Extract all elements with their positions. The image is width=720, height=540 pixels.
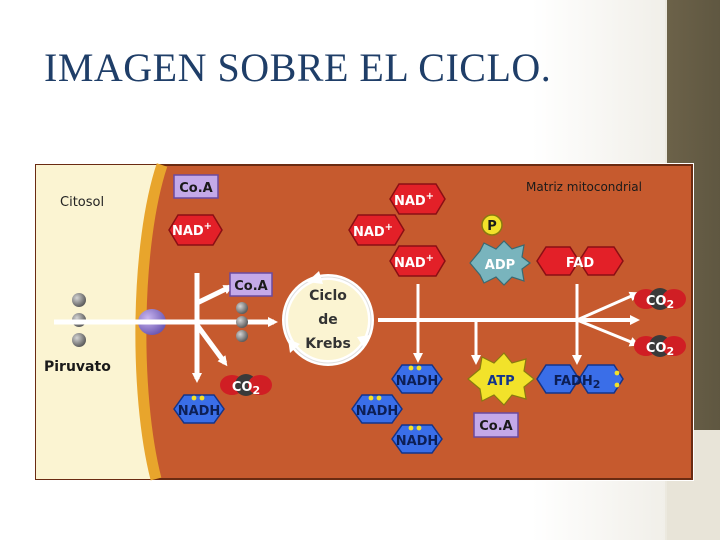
svg-text:CO2: CO2 [646,341,674,358]
co2-molecule-2: CO2 [634,335,686,358]
coa-box-bottom: Co.A [473,412,519,438]
cytosol-label: Citosol [60,195,104,210]
svg-text:NAD+: NAD+ [394,191,434,209]
matrix-label: Matriz mitocondrial [526,180,642,194]
nad-hexagon-top1: NAD+ [389,183,446,215]
svg-text:ATP: ATP [487,374,514,389]
acetyl-molecule [236,302,248,342]
svg-text:Co.A: Co.A [479,419,512,434]
svg-text:NAD+: NAD+ [172,221,212,239]
nadh-hexagon-1: NADH [173,394,225,424]
fadh2-hexagon: FADH2 [536,364,624,394]
svg-text:CO2: CO2 [646,294,674,311]
svg-text:NAD+: NAD+ [353,222,393,240]
svg-text:NADH: NADH [396,374,439,389]
svg-text:NADH: NADH [178,404,221,419]
svg-text:NADH: NADH [356,404,399,419]
nad-hexagon-top2: NAD+ [348,214,405,246]
svg-text:Co.A: Co.A [234,279,267,294]
svg-text:Co.A: Co.A [179,181,212,196]
nadh-hexagon-4: NADH [391,424,443,454]
nadh-hexagon-2: NADH [351,394,403,424]
svg-text:P: P [487,219,497,234]
nad-hexagon-top3: NAD+ [389,245,446,277]
atp-star: ATP [467,352,535,406]
co2-molecule-1: CO2 [634,288,686,311]
krebs-cycle-diagram: Citosol Matriz mitocondrial Piruvato [34,163,694,481]
svg-text:ADP: ADP [485,258,515,273]
adp-star: ADP [469,240,531,286]
krebs-cycle: Ciclo de Krebs [282,271,374,366]
cycle-label-1: Ciclo [309,288,347,304]
nad-hexagon-left: NAD+ [168,214,223,246]
nadh-hexagon-3: NADH [391,364,443,394]
svg-text:CO2: CO2 [232,380,260,397]
svg-text:NADH: NADH [396,434,439,449]
svg-text:FADH2: FADH2 [554,374,601,391]
svg-text:FAD: FAD [566,256,594,271]
cycle-label-3: Krebs [305,336,351,352]
coa-box-mid: Co.A [229,272,273,297]
coa-box-top: Co.A [173,174,219,199]
slide-title: IMAGEN SOBRE EL CICLO. [44,45,552,90]
fad-hexagon: FAD [536,246,624,276]
phosphate-badge: P [481,214,503,236]
co2-molecule-3: CO2 [220,374,272,397]
pyruvate-label: Piruvato [44,359,111,375]
svg-text:NAD+: NAD+ [394,253,434,271]
cycle-label-2: de [318,312,338,328]
